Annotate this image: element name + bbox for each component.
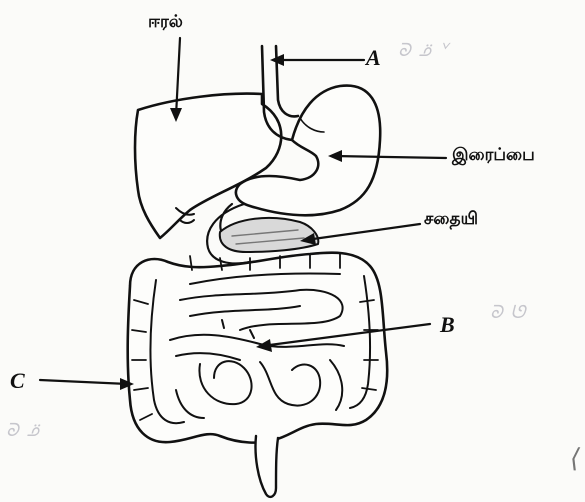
label-a: A <box>366 45 381 71</box>
pencil-mark: ᘐ ᓆ ᘁ <box>398 40 449 61</box>
label-b: B <box>440 312 455 338</box>
pancreas-pointer <box>306 224 420 240</box>
label-stomach: இரைப்பை <box>452 145 535 167</box>
label-liver: ஈரல் <box>148 12 183 34</box>
c-pointer <box>40 380 128 384</box>
pencil-mark: ⟨ <box>570 444 581 474</box>
label-pancreas: சதையி <box>424 209 478 231</box>
pancreas <box>220 218 319 252</box>
label-c: C <box>10 368 25 394</box>
pencil-mark: ᘐ ᓆ <box>6 420 40 441</box>
rectum <box>255 436 278 497</box>
liver <box>135 94 281 238</box>
large-intestine <box>128 253 387 443</box>
pencil-mark: ᘐ ᘎ <box>490 302 526 323</box>
